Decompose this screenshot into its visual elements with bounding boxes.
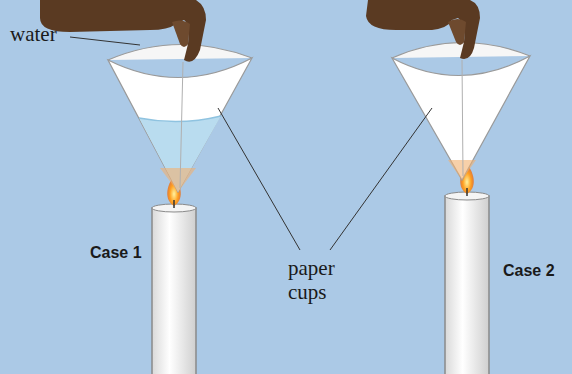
callout-label: paper cups bbox=[288, 256, 358, 304]
hand bbox=[40, 0, 206, 62]
leader-line bbox=[70, 37, 140, 45]
paper-cup bbox=[108, 58, 252, 192]
case-label: Case 1 bbox=[90, 244, 160, 262]
callout-label: water bbox=[10, 22, 80, 46]
hand bbox=[366, 0, 480, 59]
leader-line bbox=[218, 108, 300, 250]
candle bbox=[445, 196, 489, 374]
cup-rim bbox=[108, 44, 252, 60]
paper-cup bbox=[392, 56, 530, 180]
leader-line bbox=[330, 108, 432, 250]
candle bbox=[152, 208, 196, 374]
case-label: Case 2 bbox=[503, 262, 567, 280]
